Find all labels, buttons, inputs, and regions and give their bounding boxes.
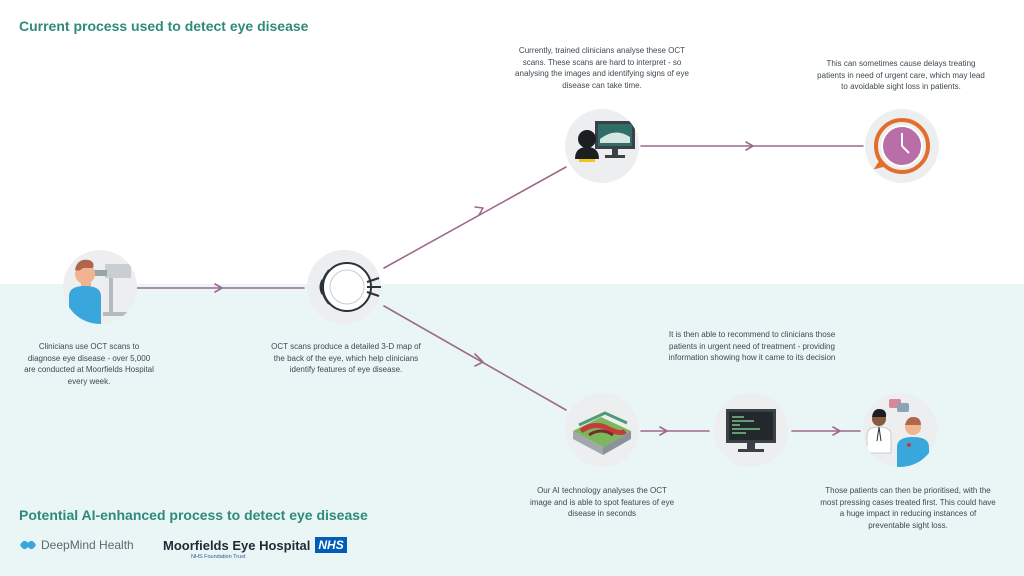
ai-process-title: Potential AI-enhanced process to detect … (19, 507, 368, 523)
ai-analysis-caption: Our AI technology analyses the OCT image… (529, 486, 675, 519)
doctor-patient-icon (866, 399, 929, 467)
clinicians-scan-caption: Clinicians use OCT scans to diagnose eye… (24, 342, 154, 386)
connector-ai-to-terminal (640, 426, 710, 436)
doctor-patient-node (863, 393, 937, 467)
oct-scans-caption: OCT scans produce a detailed 3-D map of … (271, 342, 421, 375)
moorfields-logo: Moorfields Eye Hospital NHS NHS Foundati… (163, 537, 347, 560)
connector-terminal-to-patients (791, 426, 861, 436)
connector-scan-to-eye (136, 283, 305, 293)
eye-anatomy-icon (319, 262, 381, 312)
ai-process-background (0, 284, 1024, 576)
clock-icon (873, 118, 930, 174)
moorfields-name: Moorfields Eye Hospital (163, 537, 311, 553)
eye-node (307, 250, 381, 324)
current-process-title: Current process used to detect eye disea… (19, 18, 309, 34)
deepmind-leaf-icon (20, 540, 36, 550)
nhs-badge: NHS (315, 537, 347, 553)
connector-clinician-to-clock (640, 141, 864, 151)
ai-terminal-icon (726, 409, 776, 452)
oct-3d-scan-icon (573, 411, 631, 455)
prioritised-caption: Those patients can then be prioritised, … (820, 486, 996, 530)
ai-oct-node (565, 393, 639, 467)
connector-eye-to-clinician (383, 166, 567, 269)
clock-node (865, 109, 939, 183)
deepmind-health-logo: DeepMind Health (19, 537, 134, 553)
deepmind-health-text: DeepMind Health (41, 538, 134, 552)
recommend-caption: It is then able to recommend to clinicia… (668, 330, 836, 363)
clinician-scanner-icon (69, 259, 131, 324)
delays-caption: This can sometimes cause delays treating… (817, 59, 985, 92)
ai-terminal-node (714, 393, 788, 467)
clinician-monitor-icon (575, 121, 635, 162)
clinician-scanner-node (63, 250, 137, 324)
clinician-monitor-node (565, 109, 639, 183)
connector-eye-to-ai (383, 305, 567, 411)
manual-analysis-caption: Currently, trained clinicians analyse th… (515, 46, 689, 90)
nhs-trust-text: NHS Foundation Trust (191, 554, 246, 560)
